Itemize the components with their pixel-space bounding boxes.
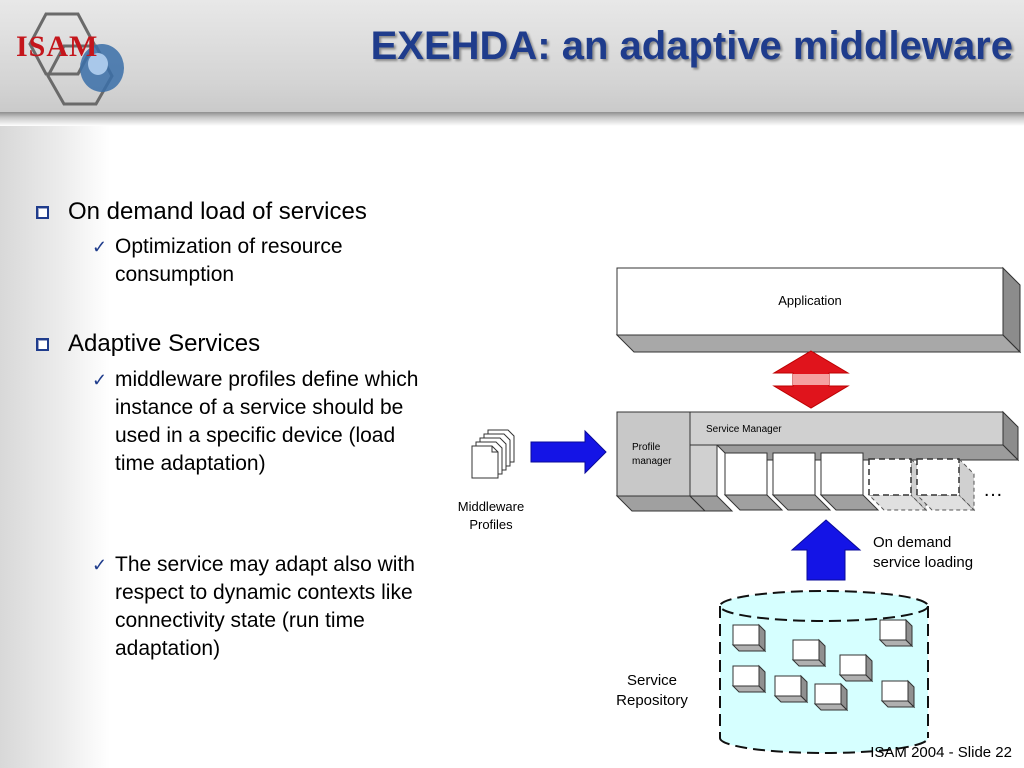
profile-manager-label-line2: manager <box>632 456 672 467</box>
subbullet-line: middleware profiles define which <box>115 368 419 391</box>
service-repository-label-line2: Repository <box>616 692 688 709</box>
logo-text: ISAM <box>16 30 99 63</box>
repository-service-cube <box>878 618 914 648</box>
profile-manager-box: Profile manager <box>615 411 707 512</box>
more-slots-ellipsis: … <box>983 479 1003 501</box>
subbullet-line: respect to dynamic contexts like <box>115 581 413 604</box>
page-title: EXEHDA: an adaptive middleware <box>370 24 1013 68</box>
subbullet-line: consumption <box>115 263 235 286</box>
red-bidirectional-arrow <box>772 350 850 409</box>
repository-service-cube <box>731 664 767 694</box>
repository-service-cube <box>773 674 809 704</box>
on-demand-label-line2: service loading <box>873 554 973 571</box>
repository-service-cube <box>813 682 849 712</box>
service-manager-label: Service Manager <box>706 424 782 435</box>
header-band <box>0 0 1024 118</box>
repository-service-cube <box>731 623 767 653</box>
slide-footer: ISAM 2004 - Slide 22 <box>870 744 1012 761</box>
checkmark-icon: ✓ <box>92 237 108 257</box>
subbullet-line: time adaptation) <box>115 452 266 475</box>
repository-service-cube <box>838 653 874 683</box>
service-repository-label-line1: Service <box>627 672 677 689</box>
empty-service-slot <box>915 457 976 512</box>
bullet-text: On demand load of services <box>68 198 367 225</box>
subbullet-line: connectivity state (run time <box>115 609 365 632</box>
application-box: Application <box>615 266 1022 354</box>
left-decoration <box>0 126 110 768</box>
header-shadow <box>0 112 1024 126</box>
subbullet-line: Optimization of resource <box>115 235 343 258</box>
isam-logo: ISAM <box>6 6 136 106</box>
service-repository-cylinder <box>719 590 929 754</box>
loaded-service-slot <box>771 452 832 511</box>
middleware-profiles-label-line1: Middleware <box>458 499 524 514</box>
document-stack-icon <box>471 429 515 479</box>
blue-up-arrow <box>790 519 862 581</box>
checkmark-icon: ✓ <box>92 370 108 390</box>
square-bullet-icon <box>36 337 49 351</box>
bullet-adaptive-services: Adaptive Services <box>36 330 260 358</box>
loaded-service-slot <box>723 452 784 511</box>
profile-manager-label-line1: Profile <box>632 442 661 453</box>
bullet-text: Adaptive Services <box>68 330 261 357</box>
square-bullet-icon <box>36 205 49 219</box>
blue-right-arrow <box>530 429 607 475</box>
subbullet-line: instance of a service should be <box>115 396 404 419</box>
bullet-on-demand: On demand load of services <box>36 198 367 226</box>
on-demand-label-line1: On demand <box>873 534 951 551</box>
repository-service-cube <box>791 638 827 668</box>
subbullet-line: used in a specific device (load <box>115 424 396 447</box>
loaded-service-slot <box>819 452 880 511</box>
repository-service-cube <box>880 679 916 709</box>
logo-hexagon-icon <box>28 12 124 106</box>
middleware-profiles-label-line2: Profiles <box>469 517 513 532</box>
checkmark-icon: ✓ <box>92 555 108 575</box>
subbullet-line: adaptation) <box>115 637 221 660</box>
application-label: Application <box>778 293 842 308</box>
subbullet-line: The service may adapt also with <box>115 553 415 576</box>
